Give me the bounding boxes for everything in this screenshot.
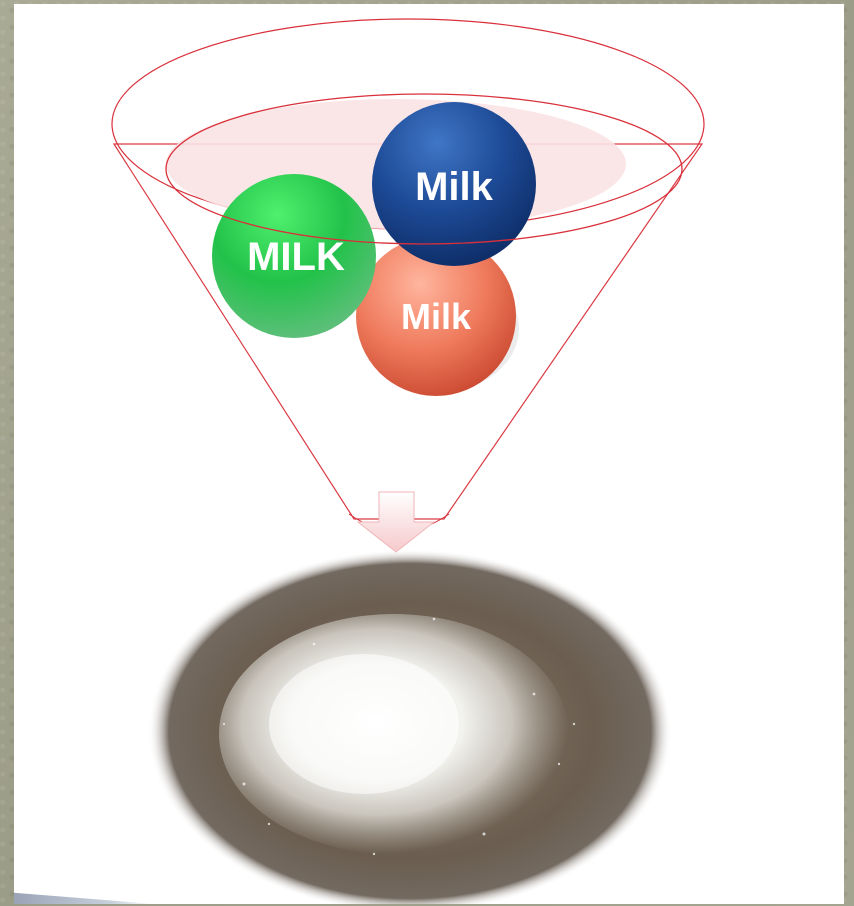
milk-ball-blue-label: Milk: [415, 165, 494, 209]
milk-powder-photo: [148, 549, 672, 904]
slide-canvas: Milk MILK Milk: [14, 4, 844, 904]
milk-ball-green: MILK: [212, 174, 376, 338]
milk-ball-green-label: MILK: [247, 235, 345, 279]
milk-ball-orange-label: Milk: [401, 296, 472, 337]
funnel-diagram: Milk MILK Milk: [14, 4, 844, 904]
milk-ball-blue: Milk: [372, 102, 536, 266]
